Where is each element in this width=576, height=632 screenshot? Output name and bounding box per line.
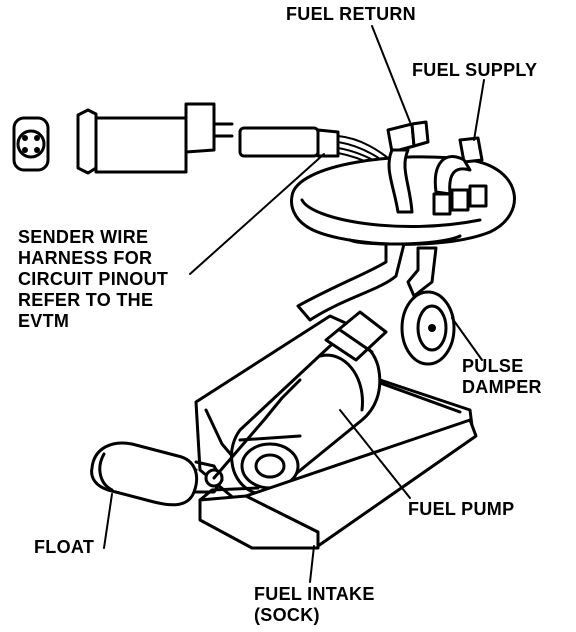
label-fuel-supply: FUEL SUPPLY [412,60,538,80]
flange-fittings [432,184,488,216]
label-float: FLOAT [34,537,95,557]
pump-inlet-end [238,434,302,490]
label-pulse-damper: PULSE DAMPER [462,356,542,397]
fuel-return-tube [386,120,430,214]
fuel-intake-sock [198,418,478,550]
pulse-damper [400,290,456,366]
leader-lines [103,25,485,583]
label-fuel-intake: FUEL INTAKE (SOCK) [254,584,375,625]
harness-connector [12,102,234,175]
label-fuel-pump: FUEL PUMP [408,499,515,519]
label-fuel-return: FUEL RETURN [286,4,416,24]
float [90,441,199,507]
label-sender-wire-harness: SENDER WIRE HARNESS FOR CIRCUIT PINOUT R… [18,227,169,331]
